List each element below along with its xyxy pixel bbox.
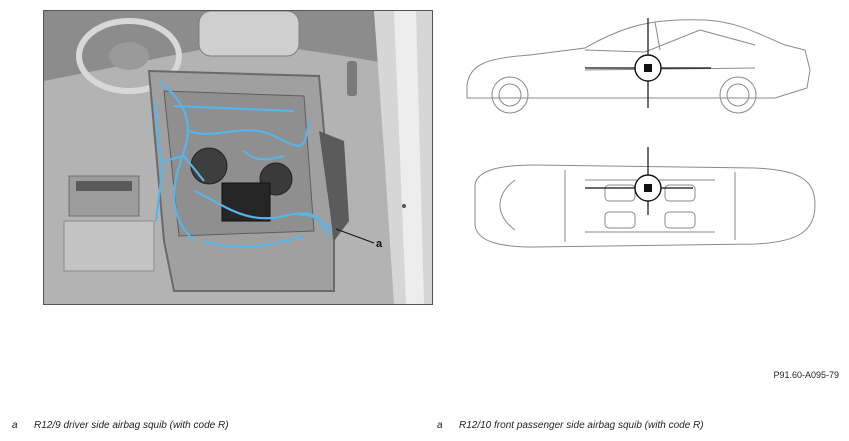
legend-text: R12/10 front passenger side airbag squib…	[459, 420, 704, 431]
vehicle-views	[466, 18, 816, 248]
wiring-harness	[152, 80, 333, 248]
top-locator	[585, 147, 693, 215]
airbag-location-marker-top	[644, 184, 652, 192]
legend-item-right: a R12/10 front passenger side airbag squ…	[437, 420, 704, 431]
callout-label: a	[376, 238, 383, 250]
seat-drawing: a	[44, 11, 432, 304]
steering-wheel	[76, 18, 182, 94]
legend-text: R12/9 driver side airbag squib (with cod…	[34, 420, 229, 431]
side-locator	[585, 18, 711, 108]
figure-code: P91.60-A095-79	[773, 370, 839, 380]
legend-key: a	[12, 420, 18, 431]
legend-key: a	[437, 420, 443, 431]
callout-line	[335, 228, 375, 244]
seat-illustration: a	[43, 10, 433, 305]
side-view	[466, 19, 811, 114]
locator-views	[455, 10, 835, 305]
airbag-location-marker	[644, 64, 652, 72]
legend-item-left: a R12/9 driver side airbag squib (with c…	[12, 420, 229, 431]
